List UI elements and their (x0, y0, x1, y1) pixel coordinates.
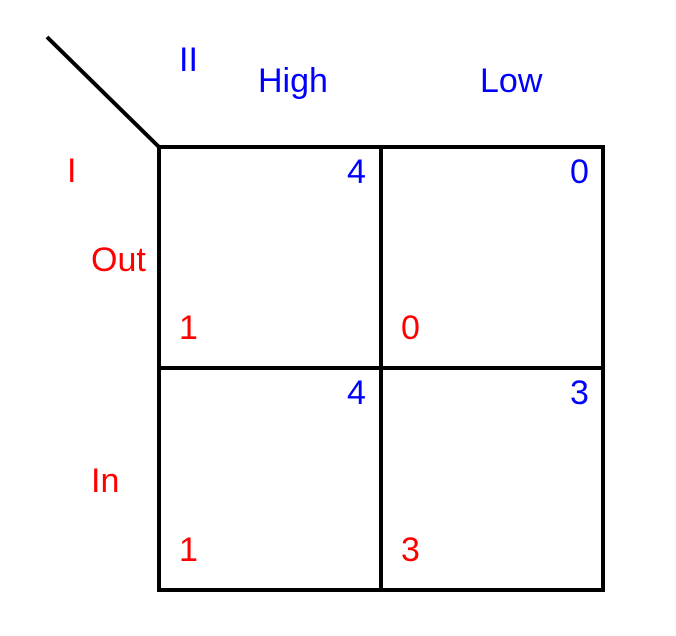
payoff-out-high-player1: 1 (179, 309, 198, 347)
row-player-label: I (67, 152, 77, 190)
column-strategy-high: High (258, 62, 328, 100)
payoff-out-low-player1: 0 (401, 309, 420, 347)
payoff-out-high-player2: 4 (347, 153, 366, 191)
payoff-in-low-player1: 3 (401, 531, 420, 569)
column-player-label: II (179, 41, 198, 79)
corner-diagonal (45, 35, 161, 149)
payoff-in-high-player2: 4 (347, 374, 366, 412)
payoff-out-low-player2: 0 (570, 153, 589, 191)
row-strategy-in: In (91, 462, 120, 500)
column-strategy-low: Low (480, 62, 543, 100)
payoff-in-low-player2: 3 (570, 374, 589, 412)
payoff-in-high-player1: 1 (179, 531, 198, 569)
row-strategy-out: Out (91, 241, 146, 279)
